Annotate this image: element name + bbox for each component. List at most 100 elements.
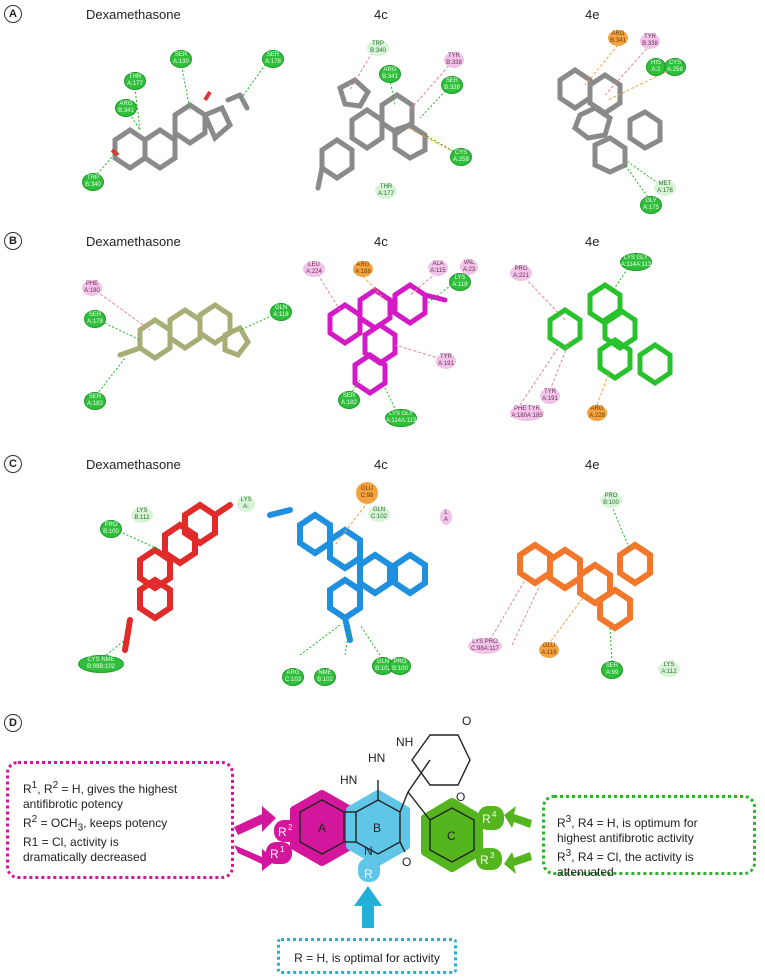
residue-badge: GLN B:102 (372, 657, 394, 675)
cyan-arrow (354, 886, 382, 928)
residue-badge: THR A:177 (375, 183, 397, 199)
molecule-a-4e (557, 66, 663, 175)
residue-badge: CYS NME B:99B:102 (78, 655, 124, 673)
residue-badge: MET A:176 (654, 180, 676, 196)
residue-badge: GLN C:102 (368, 506, 390, 522)
hn-atom: HN (340, 773, 357, 787)
residue-badge: LYS GLY A:114A:113 (620, 253, 652, 271)
sar-left-line-4: R1 = Cl, activity is (23, 835, 119, 850)
nh-atom-2: NH (396, 735, 413, 749)
sar-box-ring-c: R3, R4 = H, is optimum for highest antif… (542, 795, 756, 879)
residue-badge: SER A:182 (84, 392, 106, 410)
sar-left-line-3: R2 = OCH3, keeps potency (23, 814, 168, 834)
residue-badge: TYR B:338 (444, 52, 464, 68)
title-a-4c: 4c (374, 7, 388, 22)
residue-badge: PHE A:180 (82, 280, 102, 296)
o-atom-3: O (456, 790, 465, 804)
docking-illustrations (91, 44, 673, 663)
title-c-4c: 4c (374, 457, 388, 472)
r1-sup: 1 (280, 845, 285, 854)
r4-label: R (482, 812, 491, 826)
residue-badge: TYR A:191 (540, 388, 560, 404)
residue-badge: CYS A:258 (450, 148, 472, 166)
molecule-a-4c (315, 76, 428, 191)
sar-left-line-5: dramatically decreased (23, 850, 147, 865)
title-a-dexamethasone: Dexamethasone (86, 7, 181, 22)
residue-badge: SER B:339 (441, 76, 463, 94)
sar-right-line-1: R3, R4 = H, is optimum for (557, 814, 698, 830)
residue-badge: ARG B:341 (115, 99, 137, 117)
residue-badge: ARG B:341 (379, 65, 401, 83)
ring-b-label: B (373, 821, 381, 835)
residue-badge: VAL A:23 (460, 259, 478, 275)
r3-label: R (480, 853, 489, 867)
residue-badge: LYS A: (237, 496, 255, 512)
ring-b-highlight (346, 790, 410, 866)
residue-badge: THR A:177 (124, 72, 146, 90)
r-atom: R (364, 867, 373, 881)
r1-highlight (266, 842, 292, 864)
residue-badge: GLY A:175 (640, 196, 662, 214)
molecule-b-dex (117, 301, 251, 362)
r2-highlight (274, 820, 300, 842)
molecule-c-dex (122, 501, 233, 653)
r2-sup: 2 (288, 823, 293, 832)
molecule-b-4e (547, 281, 673, 387)
residue-badge: GLU A:116 (539, 642, 559, 658)
residue-badge: PRO B:100 (389, 657, 411, 675)
residue-badge: LYS GLY A:114A:113 (385, 409, 417, 427)
residue-badge: TRP B:340 (82, 173, 104, 191)
sar-right-line-3: R3, R4 = Cl, the activity is (557, 848, 694, 864)
panel-label-a: A (4, 5, 22, 23)
residue-badge: ARG B:341 (608, 30, 628, 46)
residue-badge: LYS B:112 (131, 507, 153, 523)
title-c-dexamethasone: Dexamethasone (86, 457, 181, 472)
residue-badge: CYS A:258 (664, 58, 686, 76)
residue-badge: GLN A:118 (270, 303, 292, 321)
magenta-arrows (234, 806, 276, 871)
molecule-c-4c (267, 507, 428, 643)
residue-badge: GLU C:98 (356, 482, 378, 504)
residue-badge: LYS PRO C:98A:117 (468, 638, 502, 654)
residue-badge: SER A:182 (338, 391, 360, 409)
r3-highlight (476, 848, 502, 870)
residue-badge: LYS A:112 (658, 661, 680, 677)
sar-right-line-4: attenuated (557, 865, 614, 879)
sar-box-n-substituent: R = H, is optimal for activity (277, 938, 457, 974)
title-c-4e: 4e (585, 457, 600, 472)
molecule-b-4c (327, 281, 448, 397)
sar-right-line-2: highest antifibrotic activity (557, 831, 694, 845)
residue-badge: TYR A:191 (436, 353, 456, 369)
residue-badge: NME B:102 (314, 668, 336, 686)
residue-badge: SER A:178 (262, 50, 284, 68)
nh-atom-1: HN (368, 751, 385, 765)
residue-badge: PHE TYR A:180A:185 (510, 405, 544, 421)
r-highlight (358, 858, 380, 882)
panel-label-d: D (4, 714, 22, 732)
ring-c-label: C (447, 829, 456, 843)
residue-badge: PRO B:100 (600, 492, 622, 508)
residue-badge: LEU A:224 (303, 261, 325, 277)
n-atom: N (364, 844, 373, 858)
sar-left-line-1: R1, R2 = H, gives the highest (23, 780, 178, 796)
title-b-4c: 4c (374, 234, 388, 249)
panel-label-b: B (4, 232, 22, 250)
molecule-c-4e (517, 541, 653, 632)
residue-badge: ARG A:188 (353, 261, 373, 277)
sar-left-line-2: antifibrotic potency (23, 797, 124, 811)
green-arrows (504, 806, 532, 874)
r4-highlight (478, 806, 504, 830)
panel-label-c: C (4, 455, 22, 473)
ring-a-label: A (318, 821, 326, 835)
r4-sup: 4 (492, 810, 497, 819)
residue-badge: L A (440, 509, 452, 525)
ring-a-highlight (290, 790, 354, 866)
residue-badge: SER A:99 (601, 661, 623, 679)
residue-badge: ARG C:103 (282, 668, 304, 686)
residue-badge: LYS A:118 (449, 273, 471, 291)
ring-c-highlight (421, 798, 483, 872)
residue-badge: ARG A:228 (587, 405, 607, 421)
o-atom-2: O (462, 714, 471, 728)
residue-badge: ALA A:115 (428, 260, 448, 276)
molecule-a-dex (112, 92, 250, 172)
